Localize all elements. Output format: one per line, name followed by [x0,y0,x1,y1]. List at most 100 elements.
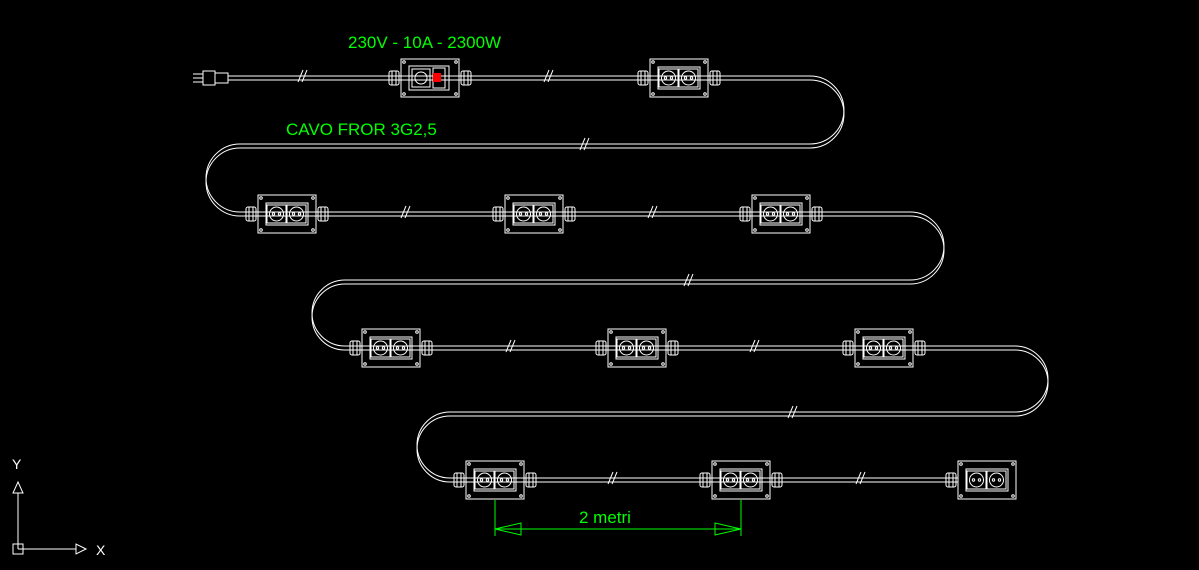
enclosure-screw [506,228,510,232]
socket-outlet-ring [969,472,984,488]
enclosure-screw [311,196,315,200]
enclosure-screw [259,196,263,200]
socket-outlet [286,204,307,224]
socket-pin-hole [627,346,632,350]
socket-outlet [780,204,801,224]
enclosure-screw [908,362,912,366]
enclosure-screw [651,60,655,64]
socket-outlet [658,68,679,88]
spacing-dimension [494,500,742,536]
socket-outlet [760,204,781,224]
socket-outlet-ring [477,472,492,488]
enclosure-screw [467,462,471,466]
socket-pin-hole [291,212,296,216]
socket-pin-hole [271,212,276,216]
socket-pin-hole [689,76,694,80]
double-socket-box-icon [637,58,721,98]
socket-enclosure [504,194,564,234]
socket-outlet-ring [866,340,881,356]
socket-outlet-ring [373,340,388,356]
enclosure-screw [415,330,419,334]
enclosure-screw [415,362,419,366]
socket-plate [265,202,309,226]
socket-outlet-ring [536,206,551,222]
enclosure-screw [856,330,860,334]
socket-outlet [966,470,987,490]
socket-outlet-ring [661,70,676,86]
enclosure-screw [311,228,315,232]
socket-enclosure [465,460,525,500]
socket-pin-hole [977,478,982,482]
cable-break-marks [297,69,866,485]
enclosure-screw [805,196,809,200]
socket-plate [719,468,763,492]
socket-pin-hole [505,478,510,482]
cable-gland [842,340,854,356]
double-socket-box-icon [453,460,537,500]
double-socket-box-icon [945,460,1017,500]
socket-pin-hole [518,212,523,216]
cable-gland [667,340,679,356]
enclosure-screw [651,92,655,96]
socket-outlet-ring [269,206,284,222]
socket-enclosure [854,328,914,368]
cable-break-symbol [687,273,694,287]
ucs-y-label: Y [12,456,22,472]
cable-break-symbol [611,471,618,485]
socket-pin-hole [731,478,736,482]
cable-break-symbol [404,205,411,219]
ucs-x-label: X [96,542,106,558]
cable-gland [595,340,607,356]
enclosure-screw [402,60,406,64]
cable-break-symbol [297,69,304,83]
double-socket-box-icon [492,194,576,234]
plug-icon [193,70,229,86]
socket-outlet [370,338,391,358]
enclosure-screw [1011,462,1015,466]
cable-gland [317,206,329,222]
cable-break-symbol [301,69,308,83]
enclosure-screw [765,494,769,498]
socket-outlet-ring [516,206,531,222]
socket-outlet [883,338,904,358]
cable-gland [492,206,504,222]
spec-label: 230V - 10A - 2300W [348,33,501,52]
breaker-toggle [433,73,441,82]
socket-enclosure [257,194,317,234]
breaker-enclosure [400,58,460,98]
cable-break-symbol [647,205,654,219]
socket-pin-hole [771,212,776,216]
socket-pin-hole [499,478,504,482]
circuit-breaker-box-icon [388,58,472,98]
cable-gland [564,206,576,222]
socket-outlet [266,204,287,224]
socket-outlet-ring [289,206,304,222]
cable-break-symbol [787,405,794,419]
breaker-socket-ring [414,71,428,85]
enclosure-screw [402,92,406,96]
enclosure-screw [558,196,562,200]
cable-break-symbol [509,339,516,353]
socket-pin-hole [297,212,302,216]
cable-route [205,75,1049,483]
enclosure-screw [856,362,860,366]
cable-gland [739,206,751,222]
enclosure-screw [765,462,769,466]
socket-outlet-ring [497,472,512,488]
cable-gland [421,340,433,356]
enclosure-screw [713,494,717,498]
cable-break-symbol [547,69,554,83]
socket-pin-hole [641,346,646,350]
cable-gland [771,472,783,488]
cable-gland [349,340,361,356]
socket-outlet-ring [743,472,758,488]
socket-pin-hole [888,346,893,350]
socket-pin-hole [997,478,1002,482]
enclosure-screw [454,60,458,64]
socket-pin-hole [375,346,380,350]
double-socket-box-icon [842,328,926,368]
socket-pin-hole [868,346,873,350]
socket-pin-hole [991,478,996,482]
